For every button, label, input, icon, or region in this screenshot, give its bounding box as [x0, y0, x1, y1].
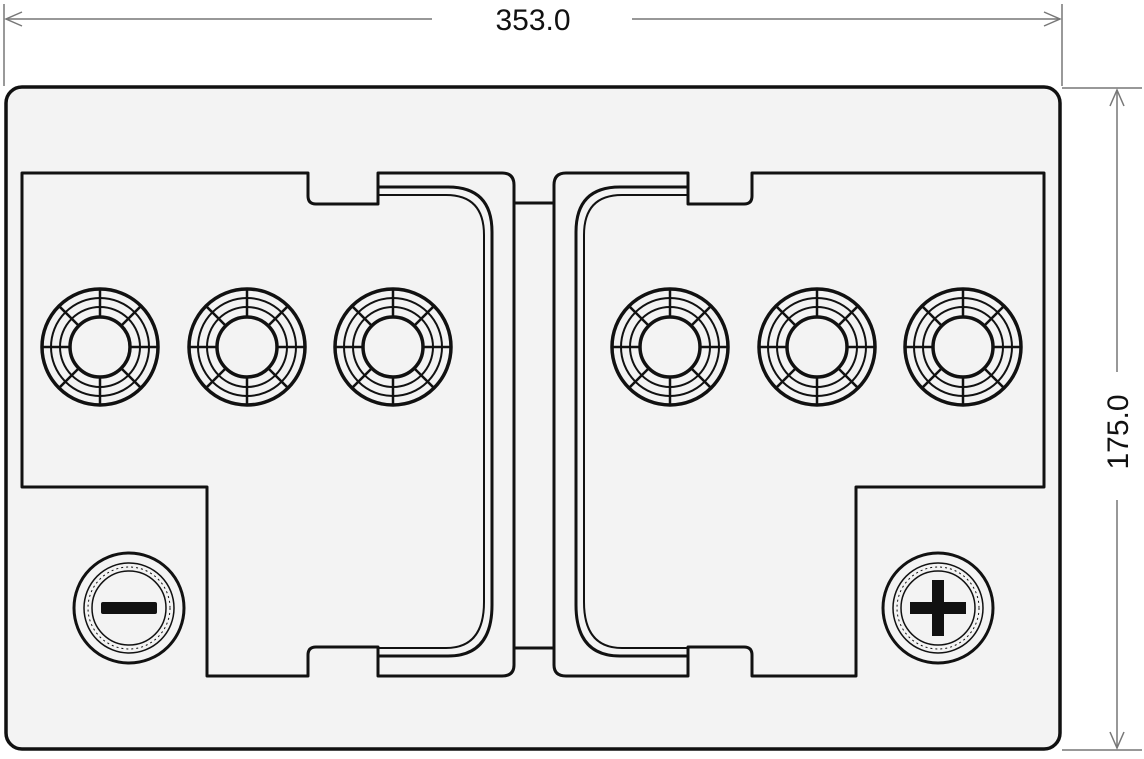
height-arrowhead-top	[1109, 88, 1125, 107]
cell-caps-group	[40, 287, 1023, 407]
vent-cap-icon	[610, 287, 730, 407]
height-arrowhead-bottom	[1109, 731, 1125, 750]
width-arrowhead-left	[4, 11, 23, 27]
vent-cap-icon	[40, 287, 160, 407]
right-vent-channel-inner	[583, 194, 688, 649]
vent-cap-icon	[187, 287, 307, 407]
width-arrowhead-right	[1043, 11, 1062, 27]
minus-sign-icon	[101, 602, 157, 614]
height-dimension	[1062, 87, 1142, 751]
vent-cap-icon	[757, 287, 877, 407]
negative-terminal-inner-ring	[91, 570, 167, 646]
positive-terminal-ring	[892, 562, 984, 654]
left-vent-channel-outer	[378, 185, 494, 658]
height-dimension-label: 175.0	[1102, 394, 1135, 469]
center-strip	[512, 201, 556, 650]
positive-terminal-dotted-ring	[896, 566, 980, 650]
plus-sign-icon	[910, 580, 966, 636]
vent-cap-icon	[903, 287, 1023, 407]
positive-terminal	[881, 551, 995, 665]
negative-terminal-ring	[83, 562, 175, 654]
negative-terminal-dotted-ring	[87, 566, 171, 650]
positive-terminal-inner-ring	[900, 570, 976, 646]
left-vent-channel-inner	[378, 194, 485, 649]
right-vent-channel-outer	[574, 185, 688, 658]
vent-cap-icon	[333, 287, 453, 407]
width-dimension	[3, 4, 1063, 86]
negative-terminal	[72, 551, 186, 665]
width-dimension-label: 353.0	[495, 4, 570, 37]
